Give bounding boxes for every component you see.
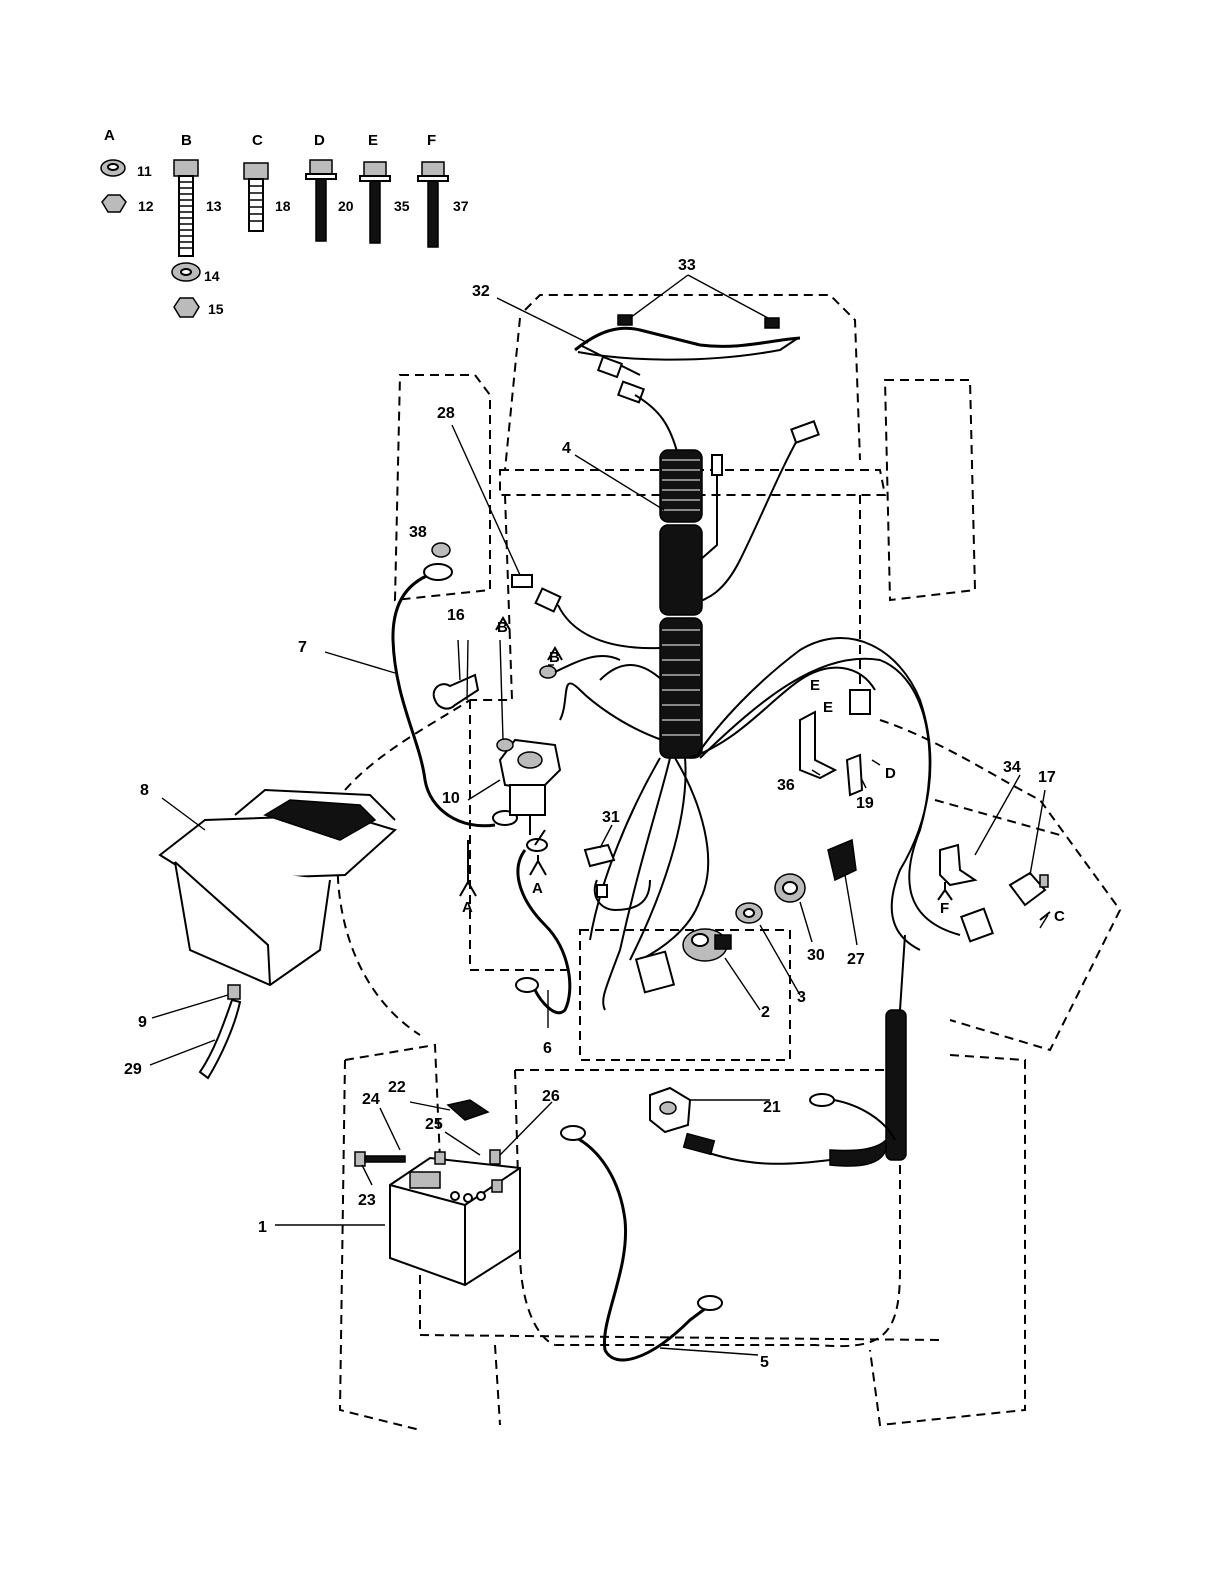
hardware-letter-f: F [427,132,436,149]
ignition-switch [683,929,731,961]
callout-10: 10 [442,790,460,807]
callout-2: 2 [761,1004,770,1021]
hardware-letter-d: D [314,132,325,149]
callout-32: 32 [472,283,490,300]
mark-e: E [823,699,833,716]
callout-23: 23 [358,1192,376,1209]
battery [390,1158,520,1285]
mark-f: F [940,900,949,917]
wire-loom [830,1010,906,1166]
hardware-number-37: 37 [453,198,469,214]
mark-c: C [1054,908,1065,925]
hardware-number-35: 35 [394,198,410,214]
hardware-number-14: 14 [204,268,220,284]
callout-21: 21 [763,1099,781,1116]
callout-19: 19 [856,795,874,812]
bolt-icon [360,162,390,243]
hardware-key: A B C D E F 11 12 13 14 15 18 [101,127,469,317]
callout-28: 28 [437,405,455,422]
nut-icon [102,195,126,212]
callout-1: 1 [258,1219,267,1236]
callout-34: 34 [1003,759,1021,776]
hardware-number-18: 18 [275,198,291,214]
callout-9: 9 [138,1014,147,1031]
callout-25: 25 [425,1116,443,1133]
hardware-letter-c: C [252,132,263,149]
callout-24: 24 [362,1091,380,1108]
bolt-icon [174,160,198,256]
callout-5: 5 [760,1354,769,1371]
callout-17: 17 [1038,769,1056,786]
bolt-icon [306,160,336,241]
hardware-letter-e: E [368,132,378,149]
callout-3: 3 [797,989,806,1006]
hardware-number-12: 12 [138,198,154,214]
mark-b: B [549,649,560,666]
callout-8: 8 [140,782,149,799]
wire-loom [660,450,702,758]
callout-26: 26 [542,1088,560,1105]
callout-4: 4 [562,440,571,457]
callout-31: 31 [602,809,620,826]
callout-22: 22 [388,1079,406,1096]
callout-6: 6 [543,1040,552,1057]
bolt-icon [244,163,268,231]
battery-box [160,790,395,985]
wiring-harness [150,275,1050,1360]
callout-29: 29 [124,1061,142,1078]
callout-7: 7 [298,639,307,656]
callout-30: 30 [807,947,825,964]
bolt-icon [418,162,448,247]
callout-16: 16 [447,607,465,624]
mark-d: D [885,765,896,782]
callout-27: 27 [847,951,865,968]
hardware-letter-b: B [181,132,192,149]
nut-icon [174,298,199,317]
mark-a: A [462,899,473,916]
callout-38: 38 [409,524,427,541]
hardware-number-13: 13 [206,198,222,214]
hardware-number-20: 20 [338,198,354,214]
callout-36: 36 [777,777,795,794]
mark-a: A [532,880,543,897]
hardware-number-11: 11 [137,163,152,179]
mark-b: B [497,619,508,636]
hardware-letter-a: A [104,127,115,144]
mark-e: E [810,677,820,694]
callout-33: 33 [678,257,696,274]
hardware-number-15: 15 [208,301,224,317]
